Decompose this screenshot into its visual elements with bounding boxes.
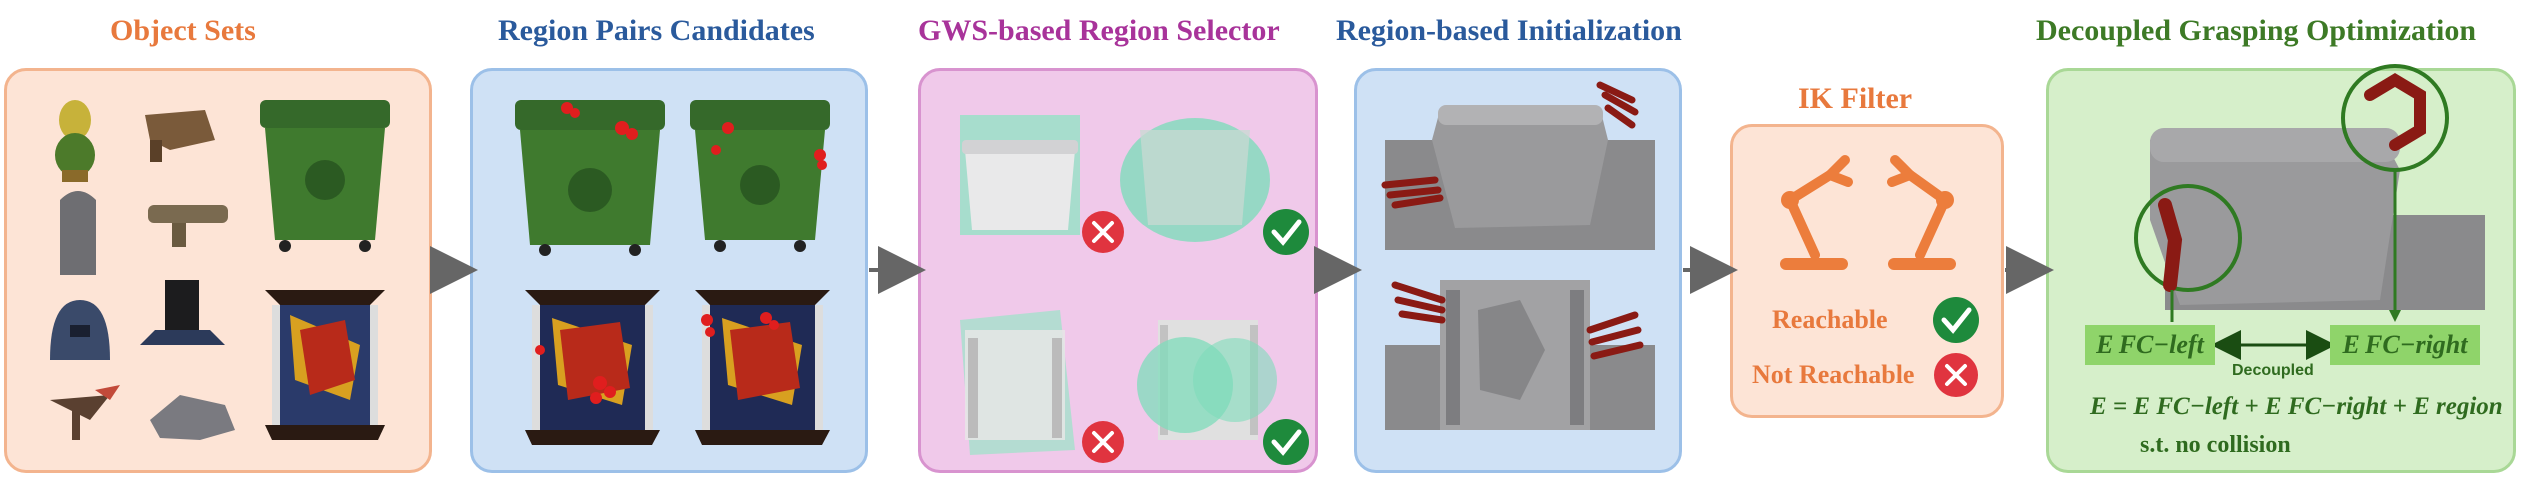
helmet-icon <box>50 300 110 360</box>
ik-reachable-label: Reachable <box>1772 305 1888 334</box>
robot-arm-right-base <box>1888 191 1956 270</box>
check-icon-2 <box>1263 419 1309 465</box>
trash-bin-candidate-2 <box>690 100 830 252</box>
decoupled-label: Decoupled <box>2232 362 2314 379</box>
mechanical-part-icon <box>148 205 228 247</box>
objective-equation: E = E FC−left + E FC−right + E region <box>2090 393 2503 420</box>
optimization-scene <box>2134 64 2485 322</box>
stage-title-decoupled-opt: Decoupled Grasping Optimization <box>2036 14 2477 47</box>
init-scene-1 <box>1381 81 1655 250</box>
stage-title-ik-filter: IK Filter <box>1798 82 1913 115</box>
robot-arm-left-base <box>1780 191 1848 270</box>
bird-object-icon <box>50 385 120 440</box>
rock-icon <box>150 395 235 440</box>
gws-case-1 <box>960 115 1080 235</box>
reachable-check-icon <box>1933 297 1979 343</box>
tombstone-icon <box>60 191 96 275</box>
gws-case-2 <box>1120 118 1270 242</box>
efc-left-box: E FC−left <box>2085 325 2215 365</box>
cross-icon-2 <box>1082 421 1124 463</box>
wooden-object-icon <box>145 110 215 162</box>
constraint-text: s.t. no collision <box>2140 432 2291 458</box>
stage-title-region-pairs: Region Pairs Candidates <box>498 14 815 47</box>
check-icon-1 <box>1263 209 1309 255</box>
stage-title-region-init: Region-based Initialization <box>1336 14 1682 47</box>
gws-case-3 <box>960 310 1075 455</box>
pillared-box-candidate-1 <box>525 290 660 445</box>
not-reachable-cross-icon <box>1934 353 1978 397</box>
stage-title-object-sets: Object Sets <box>110 14 256 47</box>
efc-right-box: E FC−right <box>2330 325 2480 365</box>
pillared-box-candidate-2 <box>695 290 830 445</box>
trash-bin-icon <box>260 100 390 252</box>
cylinder-object-icon <box>140 280 225 345</box>
cross-icon-1 <box>1082 211 1124 253</box>
toy-figure-icon <box>55 100 95 182</box>
init-scene-2 <box>1385 280 1655 430</box>
pillared-box-icon <box>265 290 385 440</box>
ik-not-reachable-label: Not Reachable <box>1752 360 1915 389</box>
gws-case-4 <box>1137 320 1277 440</box>
trash-bin-candidate-1 <box>515 100 665 256</box>
stage-title-gws-selector: GWS-based Region Selector <box>918 14 1280 47</box>
